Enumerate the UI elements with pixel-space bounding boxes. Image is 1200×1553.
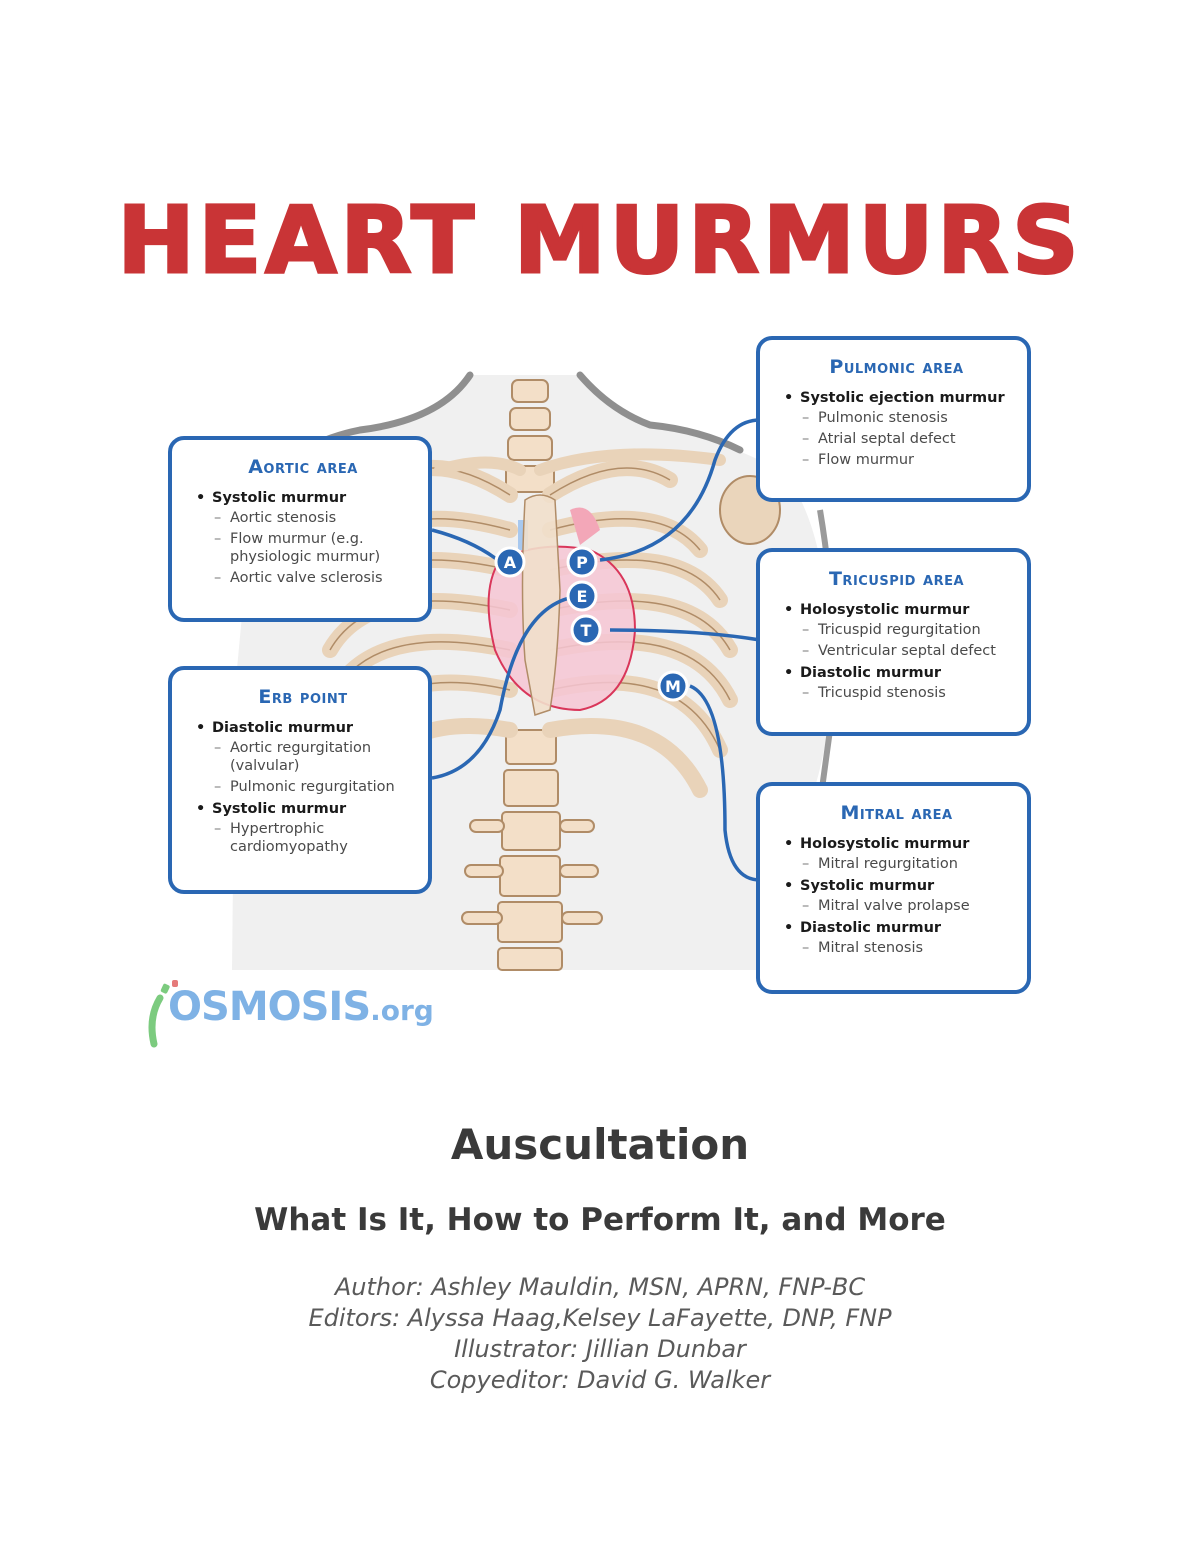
marker-e: E bbox=[577, 587, 588, 606]
murmur-cause: Aortic stenosis bbox=[194, 509, 412, 527]
murmur-cause: Mitral valve prolapse bbox=[782, 897, 1011, 915]
document-subheading: What Is It, How to Perform It, and More bbox=[254, 1202, 946, 1238]
murmur-cause: Aortic valve sclerosis bbox=[194, 569, 412, 587]
erb-point-card: Erb point Diastolic murmur Aortic regurg… bbox=[168, 666, 432, 894]
credit-illustrator: Illustrator: Jillian Dunbar bbox=[454, 1335, 746, 1363]
logo-wordmark: OSMOSIS.org bbox=[168, 984, 434, 1030]
murmur-cause: Hypertrophic cardiomyopathy bbox=[194, 820, 412, 856]
murmur-type: Diastolic murmur bbox=[194, 718, 412, 739]
murmur-type: Diastolic murmur bbox=[782, 918, 1011, 939]
murmur-cause: Flow murmur (e.g. physiologic murmur) bbox=[194, 530, 412, 566]
murmur-type: Systolic murmur bbox=[782, 876, 1011, 897]
marker-t: T bbox=[581, 621, 592, 640]
aortic-area-card: Aortic area Systolic murmur Aortic steno… bbox=[168, 436, 432, 622]
card-title: Tricuspid area bbox=[828, 568, 965, 590]
logo-main: OSMOSIS bbox=[168, 984, 371, 1030]
document-heading: Auscultation bbox=[450, 1120, 750, 1169]
murmur-type: Diastolic murmur bbox=[782, 663, 1011, 684]
murmur-type: Systolic murmur bbox=[194, 799, 412, 820]
murmur-cause: Mitral stenosis bbox=[782, 939, 1011, 957]
murmur-cause: Atrial septal defect bbox=[782, 430, 1011, 448]
murmur-type: Holosystolic murmur bbox=[782, 834, 1011, 855]
credit-editors: Editors: Alyssa Haag,Kelsey LaFayette, D… bbox=[308, 1304, 892, 1332]
logo-arc-icon bbox=[148, 980, 178, 1048]
page-title: HEART MURMURS bbox=[116, 186, 1083, 296]
marker-m: M bbox=[665, 677, 681, 696]
card-title: Mitral area bbox=[840, 802, 953, 824]
chest-auscultation-figure: A P E T M Aortic area Systolic murmur Ao… bbox=[140, 330, 1040, 1050]
murmur-type: Systolic ejection murmur bbox=[782, 388, 1011, 409]
credit-author: Author: Ashley Mauldin, MSN, APRN, FNP-B… bbox=[334, 1273, 866, 1301]
card-title: Aortic area bbox=[248, 456, 358, 478]
murmur-cause: Flow murmur bbox=[782, 451, 1011, 469]
murmur-cause: Tricuspid stenosis bbox=[782, 684, 1011, 702]
credit-copyeditor: Copyeditor: David G. Walker bbox=[429, 1366, 771, 1394]
marker-p: P bbox=[576, 553, 588, 572]
murmur-cause: Pulmonic stenosis bbox=[782, 409, 1011, 427]
murmur-cause: Ventricular septal defect bbox=[782, 642, 1011, 660]
mitral-area-card: Mitral area Holosystolic murmur Mitral r… bbox=[756, 782, 1031, 994]
marker-a: A bbox=[504, 553, 517, 572]
murmur-cause: Pulmonic regurgitation bbox=[194, 778, 412, 796]
tricuspid-area-card: Tricuspid area Holosystolic murmur Tricu… bbox=[756, 548, 1031, 736]
card-title: Erb point bbox=[258, 686, 348, 708]
murmur-cause: Aortic regurgitation (valvular) bbox=[194, 739, 412, 775]
murmur-cause: Tricuspid regurgitation bbox=[782, 621, 1011, 639]
card-title: Pulmonic area bbox=[829, 356, 964, 378]
murmur-type: Systolic murmur bbox=[194, 488, 412, 509]
auscultation-markers: A P E T M bbox=[494, 546, 689, 702]
pulmonic-area-card: Pulmonic area Systolic ejection murmur P… bbox=[756, 336, 1031, 502]
logo-suffix: .org bbox=[370, 994, 434, 1027]
murmur-type: Holosystolic murmur bbox=[782, 600, 1011, 621]
credits: Author: Ashley Mauldin, MSN, APRN, FNP-B… bbox=[0, 1272, 1200, 1396]
murmur-cause: Mitral regurgitation bbox=[782, 855, 1011, 873]
osmosis-logo: OSMOSIS.org bbox=[146, 978, 436, 1058]
